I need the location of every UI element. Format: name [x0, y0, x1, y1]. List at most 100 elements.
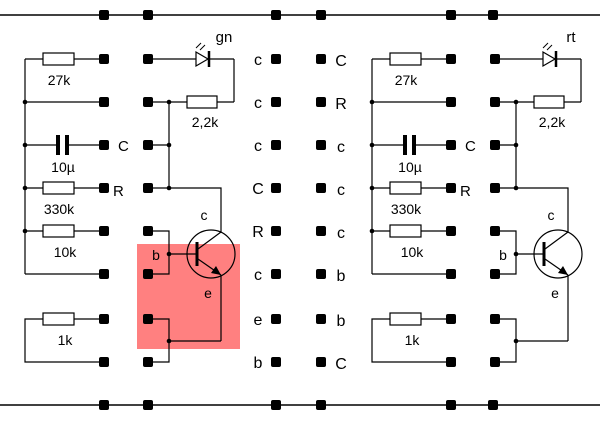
- resistor-icon: [389, 224, 422, 238]
- contact-pad: [490, 357, 500, 367]
- wire: [148, 187, 222, 232]
- contact-pad: [99, 357, 109, 367]
- contact-pad: [316, 269, 326, 279]
- resistor-icon: [42, 224, 75, 238]
- junction-dot: [22, 185, 28, 191]
- led-color-label: rt: [566, 29, 576, 46]
- led-light-arrow: [546, 44, 553, 51]
- contact-pad: [316, 314, 326, 324]
- wire: [371, 318, 451, 363]
- pin-label: R: [335, 96, 347, 113]
- wire: [495, 318, 517, 363]
- contact-pad: [446, 97, 456, 107]
- terminal-label: e: [551, 285, 559, 301]
- resistor-value-label: 27k: [48, 72, 72, 88]
- contact-pad: [490, 183, 500, 193]
- pin-label: C: [335, 356, 347, 373]
- contact-pad: [143, 97, 153, 107]
- pin-label: c: [254, 267, 262, 284]
- contact-pad: [446, 183, 456, 193]
- contact-pad: [143, 183, 153, 193]
- capacitor-icon: [65, 135, 69, 155]
- contact-pad: [446, 269, 456, 279]
- terminal-label: c: [201, 207, 208, 223]
- resistor-icon: [389, 312, 422, 326]
- rail-pad: [316, 10, 326, 20]
- led-color-label: gn: [216, 29, 233, 46]
- contact-pad: [490, 226, 500, 236]
- led-light-arrow: [542, 42, 549, 49]
- contact-pad: [490, 269, 500, 279]
- resistor-icon: [389, 52, 422, 66]
- resistor-value-label: 1k: [405, 332, 421, 348]
- resistor-value-label: 330k: [44, 201, 75, 217]
- wire: [495, 187, 569, 232]
- contact-pad: [143, 269, 153, 279]
- emitter-arrow-icon: [558, 266, 568, 275]
- terminal-label: b: [499, 247, 507, 263]
- contact-pad: [271, 183, 281, 193]
- junction-dot: [369, 99, 375, 105]
- rail-pad: [99, 10, 109, 20]
- junction-dot: [22, 99, 28, 105]
- emitter-arrow-icon: [211, 266, 221, 275]
- rail-pad: [488, 400, 498, 410]
- wire: [24, 318, 104, 363]
- rail-pad: [488, 10, 498, 20]
- contact-pad: [490, 314, 500, 324]
- led-icon: [195, 50, 210, 68]
- pin-label: c: [337, 139, 345, 156]
- resistor-icon: [42, 312, 75, 326]
- contact-pad: [271, 226, 281, 236]
- capacitor-icon: [412, 135, 416, 155]
- rail-pad: [271, 10, 281, 20]
- contact-pad: [271, 97, 281, 107]
- terminal-label: b: [152, 247, 160, 263]
- contact-pad: [446, 226, 456, 236]
- pin-label: c: [337, 225, 345, 242]
- contact-pad: [99, 226, 109, 236]
- contact-pad: [316, 357, 326, 367]
- contact-pad: [143, 314, 153, 324]
- pin-label: c: [254, 138, 262, 155]
- pin-label: R: [113, 183, 124, 200]
- transistor-collector: [197, 231, 222, 250]
- resistor-icon: [533, 95, 565, 109]
- junction-dot: [22, 142, 28, 148]
- led-light-arrow: [195, 42, 202, 49]
- pin-label: e: [254, 312, 263, 329]
- contact-pad: [143, 54, 153, 64]
- rail-pad: [99, 400, 109, 410]
- resistor-value-label: 10k: [401, 244, 425, 260]
- led-icon: [542, 50, 557, 68]
- contact-pad: [490, 140, 500, 150]
- transistor-collector: [544, 231, 569, 250]
- pin-label: c: [337, 182, 345, 199]
- rail-pad: [143, 10, 153, 20]
- contact-pad: [316, 97, 326, 107]
- contact-pad: [99, 183, 109, 193]
- pin-label: c: [254, 95, 262, 112]
- junction-dot: [166, 251, 172, 257]
- contact-pad: [271, 54, 281, 64]
- contact-pad: [446, 54, 456, 64]
- rail-pad: [446, 10, 456, 20]
- contact-pad: [143, 226, 153, 236]
- contact-pad: [490, 97, 500, 107]
- junction-dot: [513, 338, 519, 344]
- contact-pad: [143, 140, 153, 150]
- resistor-value-label: 2,2k: [539, 114, 566, 130]
- junction-dot: [513, 99, 519, 105]
- pin-label: R: [252, 224, 264, 241]
- contact-pad: [99, 54, 109, 64]
- contact-pad: [143, 357, 153, 367]
- capacitor-icon: [56, 135, 60, 155]
- contact-pad: [316, 226, 326, 236]
- rail-pad: [271, 400, 281, 410]
- pin-label: R: [460, 183, 471, 200]
- pin-label: b: [254, 355, 263, 372]
